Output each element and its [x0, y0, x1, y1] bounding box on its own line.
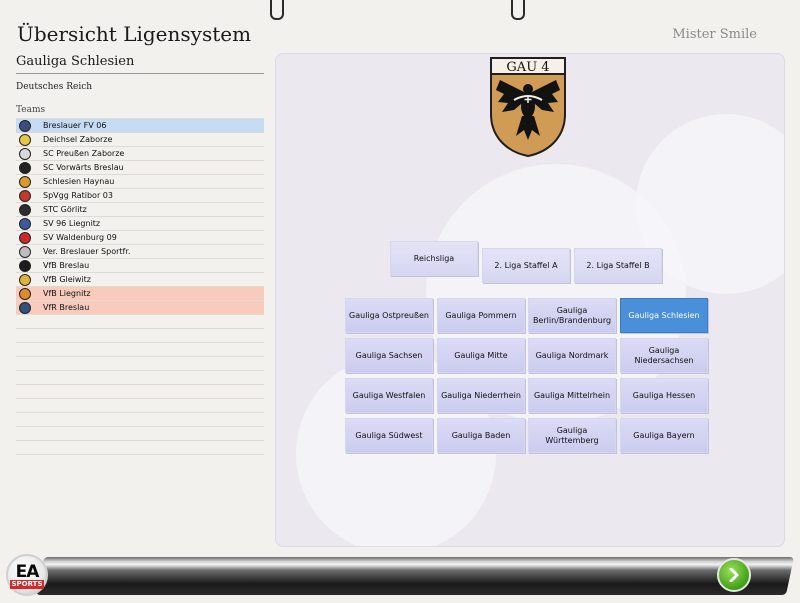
- team-crest-icon: [19, 259, 31, 272]
- empty-row: [16, 343, 264, 357]
- team-name: SV 96 Liegnitz: [43, 219, 101, 228]
- league-button[interactable]: Gauliga Nordmark: [528, 338, 616, 373]
- team-row[interactable]: Ver. Breslauer Sportfr.: [16, 245, 264, 259]
- league-button[interactable]: Gauliga Baden: [437, 418, 525, 453]
- team-crest-icon: [19, 161, 31, 174]
- bottom-bar: EA SPORTS: [0, 551, 800, 603]
- empty-row: [16, 357, 264, 371]
- team-name: VfB Gleiwitz: [43, 275, 91, 284]
- team-row[interactable]: Breslauer FV 06: [16, 119, 264, 133]
- team-name: Deichsel Zaborze: [43, 135, 113, 144]
- league-name: Gauliga Schlesien: [16, 52, 264, 74]
- team-row[interactable]: SV 96 Liegnitz: [16, 217, 264, 231]
- empty-row: [16, 329, 264, 343]
- league-button[interactable]: Gauliga Ostpreußen: [345, 298, 433, 333]
- team-name: STC Görlitz: [43, 205, 87, 214]
- empty-row: [16, 427, 264, 441]
- team-list: Breslauer FV 06 Deichsel Zaborze SC Preuße…: [16, 118, 264, 455]
- empty-row: [16, 371, 264, 385]
- league-button[interactable]: 2. Liga Staffel B: [574, 248, 662, 283]
- league-button[interactable]: Gauliga Niedersachsen: [620, 338, 708, 373]
- team-name: Schlesien Haynau: [43, 177, 115, 186]
- team-crest-icon: [19, 175, 31, 188]
- league-button[interactable]: Reichsliga: [390, 241, 478, 276]
- league-button[interactable]: Gauliga Niederrhein: [437, 378, 525, 413]
- team-name: VfB Liegnitz: [43, 289, 91, 298]
- league-emblem-icon: GAU 4: [490, 57, 566, 158]
- team-row[interactable]: SV Waldenburg 09: [16, 231, 264, 245]
- team-crest-icon: [19, 119, 31, 132]
- team-row[interactable]: VfB Breslau: [16, 259, 264, 273]
- team-crest-icon: [19, 203, 31, 216]
- league-button[interactable]: Gauliga Westfalen: [345, 378, 433, 413]
- team-name: Breslauer FV 06: [43, 121, 107, 130]
- empty-row: [16, 441, 264, 455]
- team-crest-icon: [19, 231, 31, 244]
- team-row[interactable]: STC Görlitz: [16, 203, 264, 217]
- team-row[interactable]: Deichsel Zaborze: [16, 133, 264, 147]
- team-row[interactable]: VfB Gleiwitz: [16, 273, 264, 287]
- team-crest-icon: [19, 273, 31, 286]
- team-crest-icon: [19, 147, 31, 160]
- ea-logo-subtext: SPORTS: [10, 580, 44, 589]
- emblem-text: GAU 4: [506, 60, 549, 75]
- league-button[interactable]: 2. Liga Staffel A: [482, 248, 570, 283]
- team-name: VfR Breslau: [43, 303, 90, 312]
- team-name: VfB Breslau: [43, 261, 90, 270]
- team-name: SpVgg Ratibor 03: [43, 191, 113, 200]
- teams-label: Teams: [16, 105, 46, 115]
- team-name: SV Waldenburg 09: [43, 233, 117, 242]
- bottom-bar-track: [35, 557, 795, 595]
- next-button[interactable]: [717, 558, 751, 592]
- team-crest-icon: [19, 133, 31, 146]
- country-name: Deutsches Reich: [16, 82, 93, 92]
- empty-row: [16, 399, 264, 413]
- league-info-panel: Gauliga Schlesien Deutsches Reich Teams …: [16, 52, 264, 455]
- empty-row: [16, 385, 264, 399]
- team-crest-icon: [19, 301, 31, 314]
- team-name: Ver. Breslauer Sportfr.: [43, 247, 131, 256]
- binder-ring-right: [511, 0, 525, 20]
- team-row[interactable]: SC Vorwärts Breslau: [16, 161, 264, 175]
- league-button[interactable]: Gauliga Berlin/Brandenburg: [528, 298, 616, 333]
- team-row[interactable]: VfR Breslau: [16, 301, 264, 315]
- league-button[interactable]: Gauliga Mitte: [437, 338, 525, 373]
- team-row[interactable]: VfB Liegnitz: [16, 287, 264, 301]
- league-button[interactable]: Gauliga Schlesien: [620, 298, 708, 333]
- league-button[interactable]: Gauliga Sachsen: [345, 338, 433, 373]
- league-button[interactable]: Gauliga Mittelrhein: [528, 378, 616, 413]
- team-crest-icon: [19, 217, 31, 230]
- team-row[interactable]: SpVgg Ratibor 03: [16, 189, 264, 203]
- empty-row: [16, 315, 264, 329]
- team-name: SC Preußen Zaborze: [43, 149, 125, 158]
- team-row[interactable]: SC Preußen Zaborze: [16, 147, 264, 161]
- team-row[interactable]: Schlesien Haynau: [16, 175, 264, 189]
- binder-ring-left: [270, 0, 284, 20]
- chevron-right-icon: [729, 568, 739, 582]
- league-button[interactable]: Gauliga Hessen: [620, 378, 708, 413]
- league-button[interactable]: Gauliga Pommern: [437, 298, 525, 333]
- page-title: Übersicht Ligensystem: [17, 22, 252, 46]
- user-name: Mister Smile: [672, 27, 757, 42]
- ea-logo-text: EA: [15, 562, 40, 582]
- team-crest-icon: [19, 287, 31, 300]
- team-name: SC Vorwärts Breslau: [43, 163, 124, 172]
- team-crest-icon: [19, 245, 31, 258]
- league-button[interactable]: Gauliga Württemberg: [528, 418, 616, 453]
- league-button[interactable]: Gauliga Bayern: [620, 418, 708, 453]
- team-crest-icon: [19, 189, 31, 202]
- empty-row: [16, 413, 264, 427]
- league-button[interactable]: Gauliga Südwest: [345, 418, 433, 453]
- ea-sports-logo: EA SPORTS: [6, 554, 48, 596]
